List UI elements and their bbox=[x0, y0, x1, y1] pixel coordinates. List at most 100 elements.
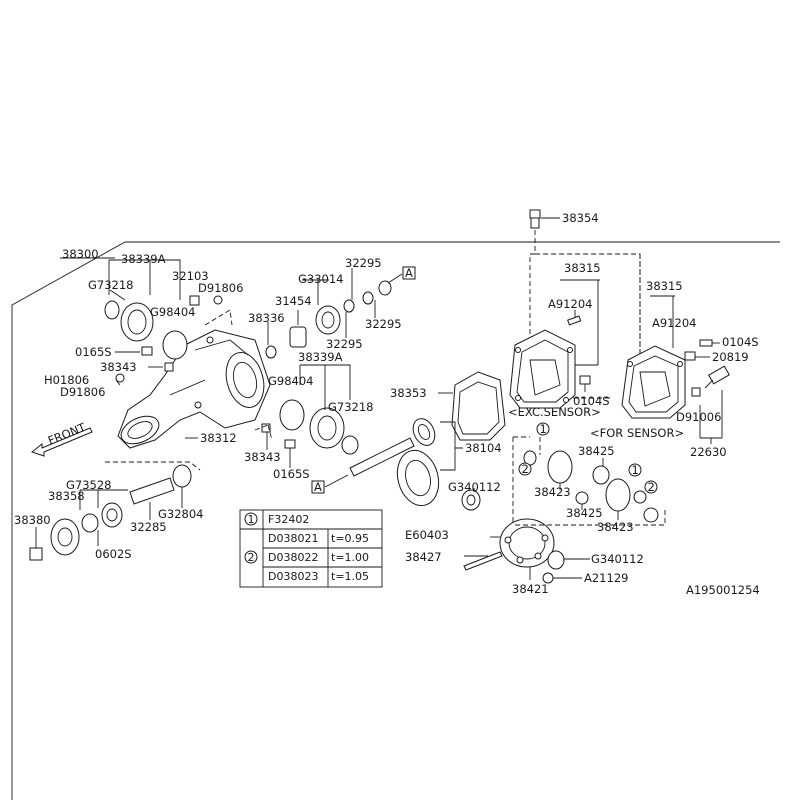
label-D91806-left: D91806 bbox=[60, 385, 105, 399]
breather-fitting bbox=[189, 295, 223, 306]
assembly-frame-line bbox=[11, 241, 780, 800]
label-38354: 38354 bbox=[562, 211, 599, 225]
note-exc-sensor: <EXC.SENSOR> bbox=[508, 405, 601, 419]
label-38427: 38427 bbox=[405, 550, 442, 564]
bolt-part bbox=[684, 339, 713, 397]
differential-case bbox=[499, 518, 555, 568]
circle-mark-1-right: 1 bbox=[632, 463, 639, 477]
bolt-part bbox=[579, 375, 591, 385]
label-D91806-top: D91806 bbox=[198, 281, 243, 295]
side-gear-group bbox=[523, 450, 659, 523]
label-G98404-mid: G98404 bbox=[268, 374, 314, 388]
bearing-part bbox=[461, 489, 481, 511]
differential-carrier-housing bbox=[117, 329, 271, 449]
oil-seal-mid bbox=[279, 399, 359, 455]
sensor-plug-part bbox=[529, 209, 560, 229]
label-38339A-mid: 38339A bbox=[298, 350, 343, 364]
label-0165S-left: 0165S bbox=[75, 345, 112, 359]
shim-mark-1-top bbox=[536, 422, 550, 436]
label-38421: 38421 bbox=[512, 582, 549, 596]
label-G73528: G73528 bbox=[66, 478, 112, 492]
label-G98404-left: G98404 bbox=[150, 305, 196, 319]
table-thickness-3: t=1.05 bbox=[331, 570, 369, 583]
label-A91204-exc: A91204 bbox=[548, 297, 592, 311]
label-D91006: D91006 bbox=[676, 410, 721, 424]
table-part-D038021: D038021 bbox=[268, 532, 318, 545]
pinion-shaft-pin bbox=[463, 551, 503, 571]
front-direction-arrow bbox=[30, 427, 93, 457]
label-38300: 38300 bbox=[62, 247, 99, 261]
label-20819: 20819 bbox=[712, 350, 749, 364]
rear-cover-exc-sensor bbox=[509, 329, 576, 409]
label-G340112-top: G340112 bbox=[448, 480, 501, 494]
label-38425-bottom: 38425 bbox=[566, 506, 603, 520]
reference-marker-bottom bbox=[311, 480, 325, 494]
flange-dashed-leader bbox=[105, 461, 201, 471]
label-22630: 22630 bbox=[690, 445, 727, 459]
sensor-part bbox=[704, 365, 730, 389]
label-32295-right: 32295 bbox=[365, 317, 402, 331]
table-mark-1-text: 1 bbox=[248, 513, 255, 526]
table-mark-1 bbox=[244, 512, 258, 526]
shim-mark-2-top bbox=[518, 462, 532, 476]
cover-gasket bbox=[451, 371, 506, 441]
table-mark-2 bbox=[244, 550, 258, 564]
shim-table bbox=[239, 509, 383, 588]
side-gear-dashed-box bbox=[512, 436, 666, 526]
rear-cover-for-sensor bbox=[621, 345, 686, 419]
label-32295-top: 32295 bbox=[345, 256, 382, 270]
label-A21129: A21129 bbox=[584, 571, 628, 585]
label-31454: 31454 bbox=[275, 294, 312, 308]
pinion-bearing-group bbox=[265, 280, 392, 359]
label-38353: 38353 bbox=[390, 386, 427, 400]
label-38343-left: 38343 bbox=[100, 360, 137, 374]
label-38336: 38336 bbox=[248, 311, 285, 325]
companion-flange-group bbox=[29, 464, 192, 561]
label-38315-for: 38315 bbox=[646, 279, 683, 293]
circle-mark-2-right: 2 bbox=[648, 480, 655, 494]
table-part-F32402: F32402 bbox=[268, 513, 309, 526]
label-38380: 38380 bbox=[14, 513, 51, 527]
bolt-dashed-leader bbox=[254, 424, 273, 441]
label-38343-bottom: 38343 bbox=[244, 450, 281, 464]
label-0165S-bottom: 0165S bbox=[273, 467, 310, 481]
label-38425-top: 38425 bbox=[578, 444, 615, 458]
fitting-dashed-leader bbox=[204, 309, 233, 326]
label-38312: 38312 bbox=[200, 431, 237, 445]
ring-gear bbox=[396, 449, 440, 507]
label-32285: 32285 bbox=[130, 520, 167, 534]
marker-A-top: A bbox=[405, 266, 413, 280]
drive-pinion-shaft bbox=[349, 418, 436, 477]
label-38104: 38104 bbox=[465, 441, 502, 455]
label-H01806: H01806 bbox=[44, 373, 89, 387]
label-38339A-left: 38339A bbox=[121, 252, 166, 266]
label-G73218-right: G73218 bbox=[328, 400, 374, 414]
bolt-part bbox=[115, 346, 174, 383]
oil-seal-left bbox=[104, 300, 188, 360]
table-mark-2-text: 2 bbox=[248, 551, 255, 564]
table-part-D038022: D038022 bbox=[268, 551, 318, 564]
label-38423-bottom: 38423 bbox=[597, 520, 634, 534]
front-label: FRONT bbox=[46, 420, 89, 448]
label-G33014: G33014 bbox=[298, 272, 344, 286]
note-for-sensor: <FOR SENSOR> bbox=[590, 426, 684, 440]
table-part-D038023: D038023 bbox=[268, 570, 318, 583]
label-0104S-for: 0104S bbox=[722, 335, 759, 349]
bolt-part bbox=[567, 315, 582, 326]
label-32103: 32103 bbox=[172, 269, 209, 283]
label-G340112-bottom: G340112 bbox=[591, 552, 644, 566]
label-E60403: E60403 bbox=[405, 528, 449, 542]
label-G73218-left: G73218 bbox=[88, 278, 134, 292]
table-thickness-2: t=1.00 bbox=[331, 551, 369, 564]
label-A91204-for: A91204 bbox=[652, 316, 696, 330]
label-32295-low: 32295 bbox=[326, 337, 363, 351]
label-0104S-exc: 0104S bbox=[573, 394, 610, 408]
shim-mark-1-right bbox=[628, 463, 642, 477]
shim-mark-2-right bbox=[644, 480, 658, 494]
bearing-part bbox=[542, 550, 565, 584]
circle-mark-2-top: 2 bbox=[522, 462, 529, 476]
diagram-code: A195001254 bbox=[686, 583, 760, 597]
marker-A-bottom: A bbox=[314, 480, 322, 494]
circle-mark-1-top: 1 bbox=[540, 422, 547, 436]
